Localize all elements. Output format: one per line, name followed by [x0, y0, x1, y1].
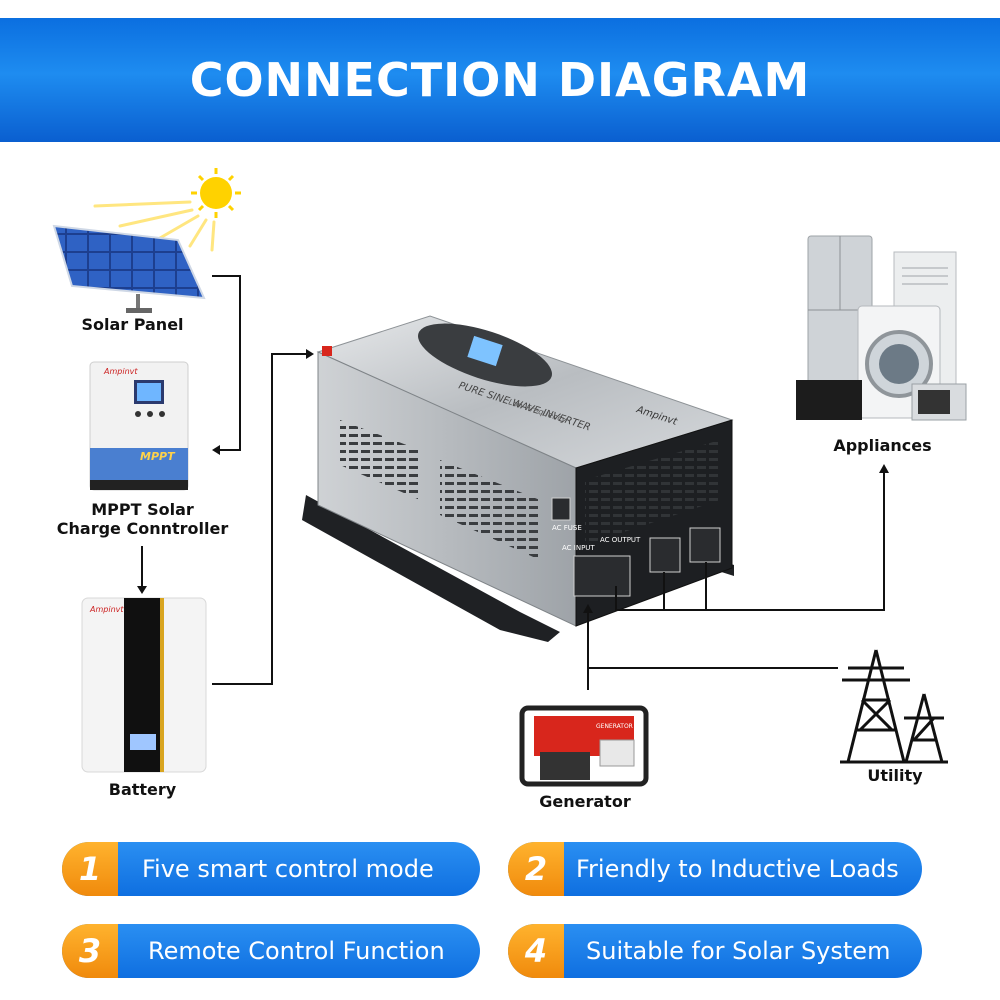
battery-brand: Ampinvt — [89, 605, 124, 614]
feature-pill-3: 3 Remote Control Function — [62, 924, 480, 978]
label-appliances: Appliances — [833, 436, 932, 455]
feature-number-2: 2 — [508, 842, 564, 896]
inverter-icon: AC FUSE AC INPUT AC OUTPUT PURE SINE WAV… — [302, 315, 734, 642]
sun-icon — [93, 168, 241, 252]
utility-tower-icon — [840, 649, 948, 764]
feature-text-2: Friendly to Inductive Loads — [576, 855, 899, 883]
generator-brand: GENERATOR — [596, 723, 633, 730]
feature-text-3: Remote Control Function — [148, 937, 445, 965]
arrow-to-controller — [212, 445, 220, 455]
feature-text-1: Five smart control mode — [142, 855, 434, 883]
feature-pill-4: 4 Suitable for Solar System — [508, 924, 922, 978]
label-solar-panel: Solar Panel — [81, 315, 184, 334]
label-charge-controller-line1: MPPT Solar — [91, 500, 194, 519]
arrow-to-inverter — [306, 349, 314, 359]
generator-icon: GENERATOR — [519, 705, 649, 787]
charge-controller-icon: Ampinvt MPPT — [89, 361, 189, 491]
ac-fuse-label: AC FUSE — [552, 524, 582, 532]
controller-mppt-label: MPPT — [140, 450, 176, 463]
solar-panel-icon — [52, 224, 206, 313]
feature-number-1: 1 — [62, 842, 118, 896]
controller-brand: Ampinvt — [103, 367, 138, 376]
feature-number-4: 4 — [508, 924, 564, 978]
label-charge-controller: MPPT Solar Charge Conntroller — [50, 500, 235, 538]
feature-pill-2: 2 Friendly to Inductive Loads — [508, 842, 922, 896]
feature-text-4: Suitable for Solar System — [586, 937, 891, 965]
label-utility: Utility — [867, 766, 923, 785]
label-charge-controller-line2: Charge Conntroller — [56, 519, 229, 538]
arrow-to-ac-input — [583, 604, 593, 613]
page-title: CONNECTION DIAGRAM — [189, 53, 811, 107]
ac-input-label: AC INPUT — [562, 544, 595, 552]
header-banner: CONNECTION DIAGRAM — [0, 18, 1000, 142]
ac-output-label: AC OUTPUT — [600, 536, 641, 544]
feature-number-3: 3 — [62, 924, 118, 978]
label-generator: Generator — [539, 792, 631, 811]
battery-icon: Ampinvt — [81, 597, 207, 773]
arrow-to-appliances — [879, 464, 889, 473]
appliances-icon — [796, 235, 967, 421]
arrow-to-battery — [137, 586, 147, 594]
feature-pill-1: 1 Five smart control mode — [62, 842, 480, 896]
label-battery: Battery — [108, 780, 177, 799]
